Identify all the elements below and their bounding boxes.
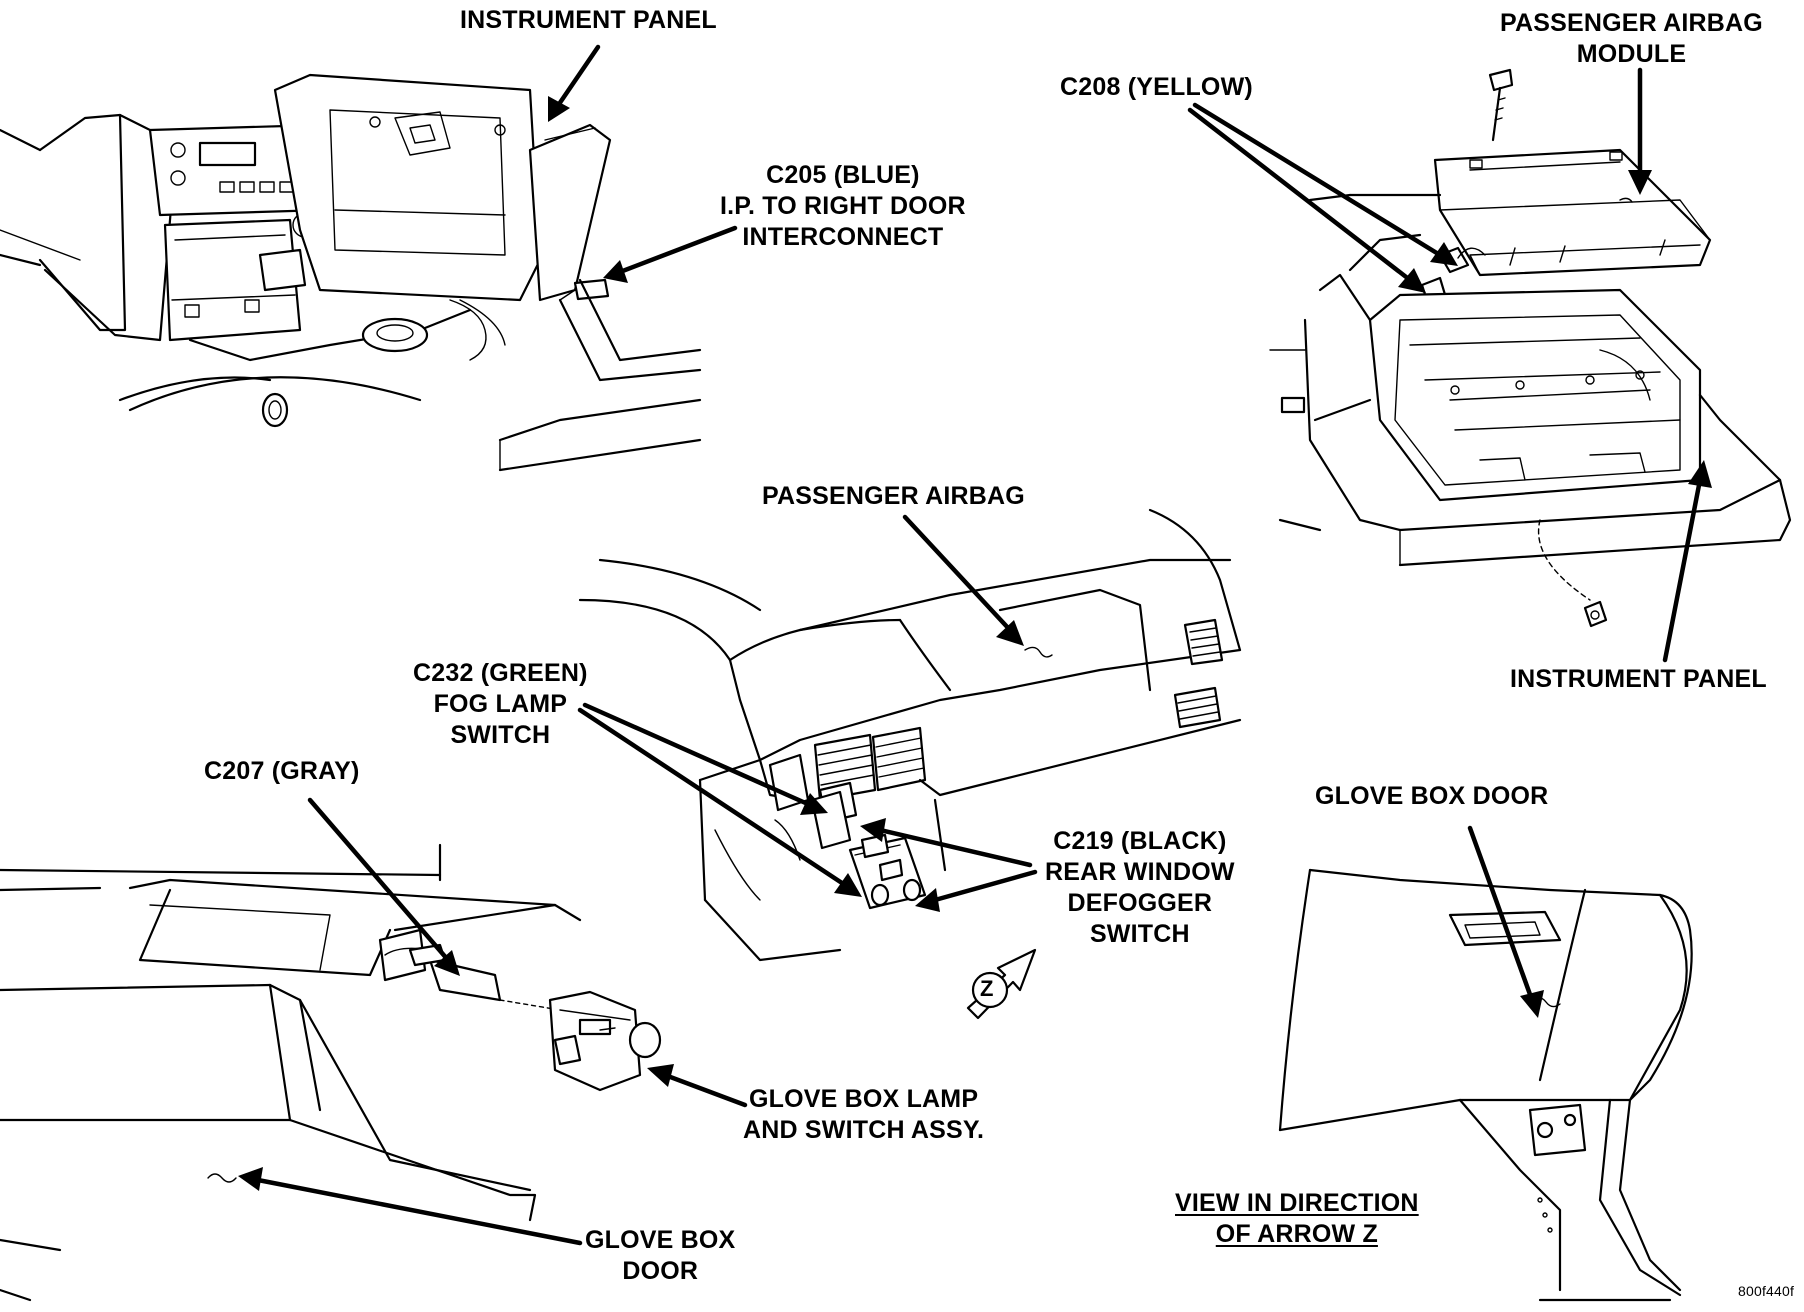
instrument-panel-top-view: [0, 73, 702, 472]
label-text: INSTRUMENT PANEL: [460, 6, 717, 34]
label-text: C219 (BLACK): [1053, 827, 1227, 855]
arrow-c232-a: [582, 702, 813, 808]
label-text: MODULE: [1576, 40, 1687, 68]
arrow-passenger-airbag: [902, 514, 1013, 633]
label-glove-box-door-right: GLOVE BOX DOOR: [1315, 781, 1548, 812]
arrow-instrument-panel-right: [1662, 477, 1703, 663]
dashboard-center-view: [578, 508, 1242, 1020]
label-text: PASSENGER AIRBAG: [1500, 9, 1763, 37]
arrow-c232-b: [577, 707, 848, 888]
label-glove-box-lamp: GLOVE BOX LAMP AND SWITCH ASSY.: [743, 1084, 984, 1146]
label-text: C205 (BLUE): [766, 161, 920, 189]
label-text: VIEW IN DIRECTION: [1175, 1189, 1419, 1217]
label-c207: C207 (GRAY): [204, 756, 360, 787]
label-c219: C219 (BLACK) REAR WINDOW DEFOGGER SWITCH: [1045, 826, 1235, 950]
arrow-c205: [617, 225, 738, 275]
label-instrument-panel-right: INSTRUMENT PANEL: [1510, 664, 1767, 695]
arrow-c208-a: [1192, 102, 1443, 258]
label-text: GLOVE BOX: [585, 1226, 736, 1254]
label-text: AND SWITCH ASSY.: [743, 1116, 985, 1144]
label-text: DEFOGGER: [1067, 889, 1213, 917]
label-text: SWITCH: [1089, 920, 1190, 948]
arrow-instrument-panel-top: [552, 44, 601, 113]
arrow-glove-box-lamp: [662, 1072, 748, 1108]
label-view-direction-z: VIEW IN DIRECTION OF ARROW Z: [1175, 1188, 1419, 1250]
glove-box-lamp-view: [0, 843, 662, 1302]
label-instrument-panel-top: INSTRUMENT PANEL: [460, 5, 717, 36]
label-text: 800f440f: [1738, 1283, 1795, 1299]
label-text: INTERCONNECT: [742, 223, 944, 251]
label-text: FOG LAMP: [433, 690, 568, 718]
label-text: C207 (GRAY): [204, 757, 360, 785]
label-text: C232 (GREEN): [413, 659, 588, 687]
label-passenger-airbag-module: PASSENGER AIRBAG MODULE: [1500, 8, 1763, 70]
arrow-c207: [307, 797, 451, 963]
label-text: PASSENGER AIRBAG: [762, 482, 1025, 510]
label-text: SWITCH: [450, 721, 551, 749]
label-text: GLOVE BOX DOOR: [1315, 782, 1549, 810]
label-text: OF ARROW Z: [1215, 1220, 1378, 1248]
label-text: DOOR: [622, 1257, 699, 1285]
label-passenger-airbag: PASSENGER AIRBAG: [762, 481, 1025, 512]
label-text: INSTRUMENT PANEL: [1510, 665, 1767, 693]
figure-reference: 800f440f: [1738, 1283, 1794, 1299]
label-c232: C232 (GREEN) FOG LAMP SWITCH: [413, 658, 588, 751]
label-text: REAR WINDOW: [1045, 858, 1235, 886]
arrow-c219-a: [877, 827, 1033, 868]
arrow-c219-b: [932, 869, 1038, 903]
arrow-c208-b: [1187, 107, 1413, 283]
label-glove-box-door-bottom: GLOVE BOX DOOR: [585, 1225, 735, 1287]
leader-arrows: [238, 44, 1712, 1246]
label-text: Z: [980, 976, 994, 1001]
label-c208: C208 (YELLOW): [1060, 72, 1253, 103]
label-text: C208 (YELLOW): [1060, 73, 1253, 101]
arrow-z-letter: Z: [980, 975, 994, 1003]
airbag-module-view: [1269, 68, 1792, 628]
label-c205: C205 (BLUE) I.P. TO RIGHT DOOR INTERCONN…: [720, 160, 966, 253]
label-text: I.P. TO RIGHT DOOR: [720, 192, 966, 220]
arrow-glove-box-door-right: [1467, 825, 1535, 1003]
arrow-glove-box-door-bottom: [255, 1177, 583, 1246]
label-text: GLOVE BOX LAMP: [748, 1085, 979, 1113]
